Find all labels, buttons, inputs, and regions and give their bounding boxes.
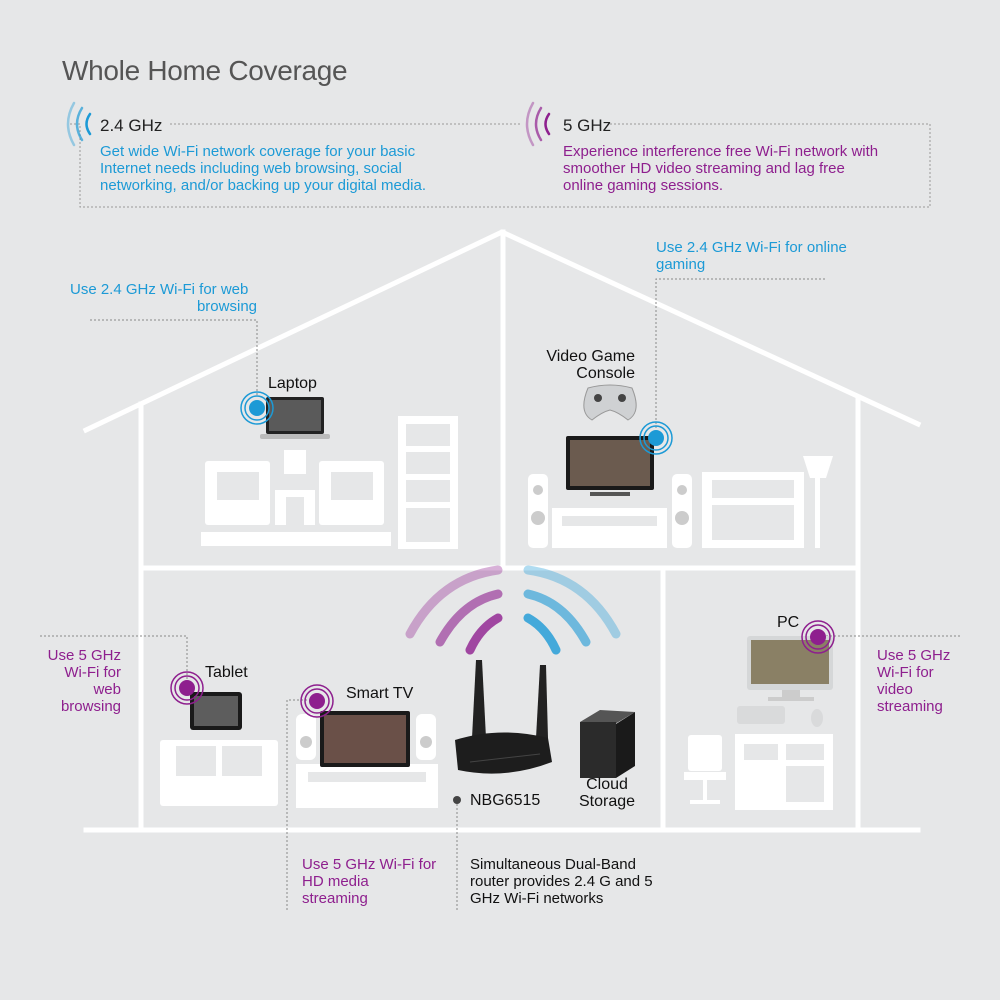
note-tv-5: Use 5 GHz Wi-Fi for HD media streaming	[302, 856, 437, 907]
tv-furniture	[296, 714, 438, 808]
note-tablet-5: Use 5 GHz Wi-Fi for web browsing	[47, 647, 121, 715]
band-24-label: 2.4 GHz	[100, 116, 163, 135]
info-box-border	[70, 123, 931, 208]
tv-signal-icon	[300, 684, 334, 718]
cloud-storage-image	[580, 710, 635, 778]
lower-left-furniture	[160, 740, 278, 806]
smart-tv-label: Smart TV	[346, 685, 414, 702]
smart-tv-image	[320, 711, 410, 767]
laptop-signal-icon	[240, 391, 274, 425]
pc-signal-icon	[801, 620, 835, 654]
tablet-image	[190, 692, 242, 730]
cloud-storage-label: Cloud Storage	[578, 776, 636, 810]
note-pc-5: Use 5 GHz Wi-Fi for video streaming	[877, 647, 951, 715]
console-signal-icon	[639, 421, 673, 455]
console-label: Video Game Console	[546, 348, 635, 382]
wave-5-icon	[525, 101, 551, 147]
tablet-label: Tablet	[205, 664, 248, 681]
band-24-description: Get wide Wi-Fi network coverage for your…	[100, 143, 427, 194]
laptop-image	[260, 397, 330, 439]
router-dot	[453, 796, 461, 804]
gamepad-image	[583, 384, 637, 421]
band-5-label: 5 GHz	[563, 116, 612, 135]
living-room-furniture	[201, 416, 458, 549]
note-online-gaming-24: Use 2.4 GHz Wi-Fi for online gaming	[656, 239, 847, 273]
game-room-furniture	[528, 456, 833, 548]
pc-room-furniture	[684, 706, 833, 810]
router-image	[455, 660, 552, 774]
wave-24-icon	[66, 101, 92, 147]
router-wifi-waves	[405, 565, 621, 655]
router-description: Simultaneous Dual-Band router provides 2…	[470, 856, 653, 907]
note-web-browsing-24: Use 2.4 GHz Wi-Fi for web browsing	[70, 281, 257, 315]
pc-label: PC	[777, 614, 800, 631]
leader-lines	[40, 278, 960, 910]
house-outline	[82, 229, 922, 833]
laptop-label: Laptop	[268, 375, 317, 392]
pc-monitor-image	[747, 636, 833, 701]
band-5-description: Experience interference free Wi-Fi netwo…	[563, 143, 879, 194]
game-monitor-image	[566, 436, 654, 496]
page-title: Whole Home Coverage	[62, 55, 348, 86]
router-label: NBG6515	[470, 792, 541, 809]
tablet-signal-icon	[170, 671, 204, 705]
